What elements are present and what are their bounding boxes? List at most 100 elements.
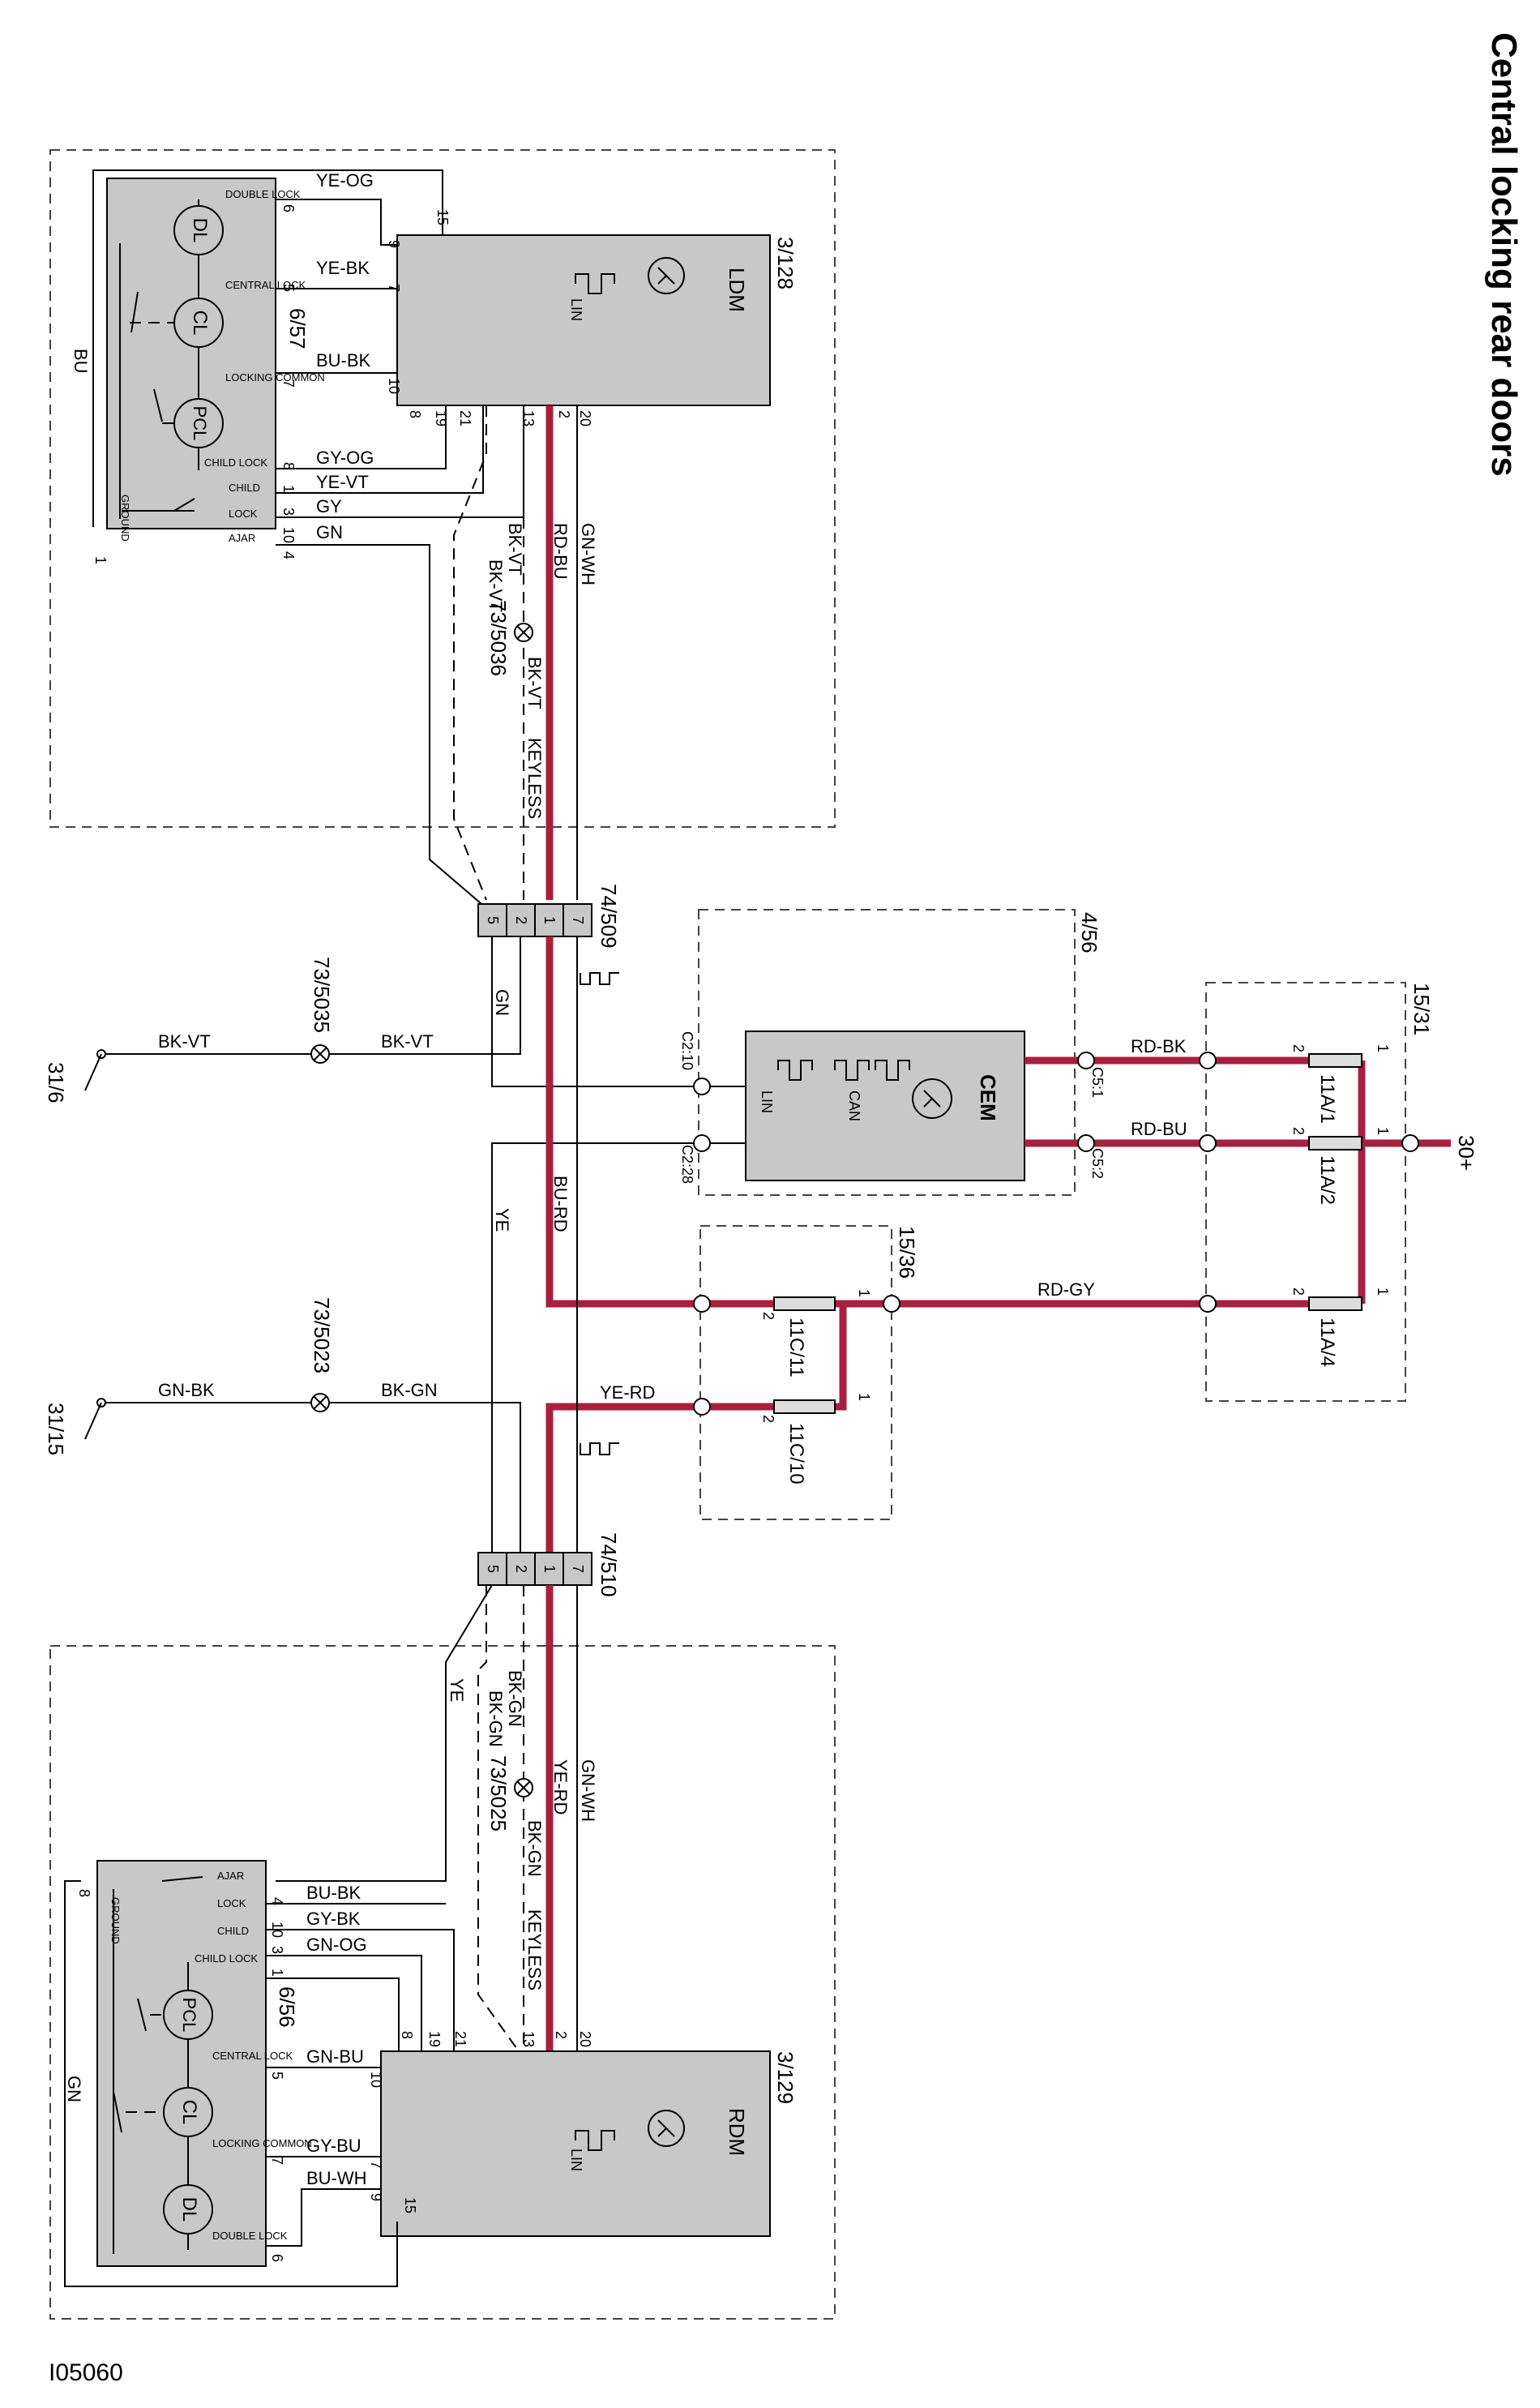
rdm-lin-signal-icon (575, 2130, 615, 2151)
ldm-arrow-icon (657, 267, 675, 285)
lin-signal-icon-upper (580, 972, 619, 985)
svg-text:3: 3 (280, 508, 297, 516)
rdm-transceiver-icon (648, 2110, 685, 2147)
fuse-11a-2 (1308, 1136, 1362, 1150)
rdm-module (380, 2050, 771, 2237)
svg-text:GROUND: GROUND (119, 495, 131, 542)
svg-text:GROUND: GROUND (109, 1897, 122, 1944)
power-wires (702, 1056, 1451, 1411)
splice-x-icon (516, 1780, 531, 1795)
svg-text:CHILD: CHILD (229, 482, 260, 494)
svg-text:19: 19 (426, 2031, 443, 2047)
svg-text:7: 7 (280, 379, 297, 388)
svg-text:BK-VT: BK-VT (158, 1031, 211, 1052)
fuse-11a-4 (1308, 1296, 1362, 1311)
svg-text:1: 1 (1375, 1044, 1391, 1052)
fuse-box-15-31-frame (1205, 982, 1406, 1402)
right-motor-label-dl: DL (178, 2197, 200, 2222)
left-door-frame (49, 149, 836, 828)
cem-signal-icon (777, 1060, 910, 1081)
cem-name: CEM (976, 1074, 1000, 1121)
left-harness-labels: BK-VT RD-BU GN-WH BK-VT KEYLESS BK-VT 73… (486, 523, 598, 819)
middle-wires (320, 936, 702, 1565)
left-motor-labels: DOUBLE LOCK CENTRAL LOCK LOCKING COMMON … (119, 188, 325, 544)
ground-icon (84, 1402, 102, 1440)
svg-text:GN-WH: GN-WH (578, 523, 598, 585)
fuse-11c-10 (773, 1399, 836, 1414)
svg-text:9: 9 (368, 2193, 384, 2201)
svg-text:GN: GN (316, 522, 343, 542)
fuse-box-15-36-ref: 15/36 (895, 1226, 919, 1279)
svg-text:YE-RD: YE-RD (550, 1759, 571, 1815)
ground-icon (84, 1053, 102, 1091)
svg-text:1: 1 (1375, 1127, 1391, 1135)
right-harness-labels: BK-GN YE-RD GN-WH BK-GN KEYLESS BK-GN YE… (447, 1670, 598, 1990)
svg-text:GY-BU: GY-BU (306, 2136, 361, 2156)
svg-text:1: 1 (92, 556, 109, 564)
svg-text:3: 3 (269, 1946, 285, 1954)
svg-text:BK-VT: BK-VT (486, 559, 506, 612)
supply-30-plus: 30+ (1454, 1135, 1478, 1171)
ldm-name: LDM (725, 268, 749, 312)
svg-text:20: 20 (577, 2031, 593, 2047)
svg-text:BK-VT: BK-VT (505, 523, 525, 576)
connector-74-509-ref: 74/509 (597, 884, 621, 949)
svg-text:YE-VT: YE-VT (316, 472, 369, 492)
svg-text:4: 4 (280, 551, 297, 559)
cem-frame (698, 909, 1076, 1196)
ldm-transceiver-icon (648, 257, 685, 294)
svg-text:6: 6 (280, 204, 297, 212)
splice-73-5023-label: 73/5023 (310, 1297, 334, 1373)
cem-lin-label: LIN (759, 1090, 775, 1113)
right-motor-label-cl: CL (178, 2100, 200, 2125)
svg-text:1: 1 (269, 1969, 285, 1977)
fuse-11c-10-label: 11C/10 (785, 1423, 807, 1485)
svg-text:13: 13 (520, 2031, 537, 2047)
svg-text:CHILD: CHILD (217, 1925, 249, 1937)
svg-text:20: 20 (577, 410, 593, 426)
svg-text:CENTRAL LOCK: CENTRAL LOCK (212, 2050, 293, 2062)
svg-text:GN: GN (492, 989, 512, 1016)
svg-text:YE-BK: YE-BK (316, 258, 370, 278)
svg-text:GN: GN (64, 2076, 84, 2102)
svg-text:LOCKING COMMON: LOCKING COMMON (212, 2137, 312, 2149)
svg-text:2: 2 (1290, 1288, 1307, 1296)
cem-pin-node (693, 1078, 711, 1095)
fuse-11a-1 (1308, 1053, 1362, 1068)
svg-text:8: 8 (280, 462, 297, 470)
svg-text:BK-GN: BK-GN (524, 1820, 545, 1877)
svg-text:73/5025: 73/5025 (486, 1755, 511, 1832)
right-motor-label-pcl: PCL (179, 1998, 199, 2033)
svg-text:2: 2 (760, 1312, 776, 1320)
svg-text:YE: YE (447, 1678, 467, 1702)
svg-text:YE-OG: YE-OG (316, 170, 374, 191)
fuse-11a-2-label: 11A/2 (1316, 1155, 1338, 1205)
svg-text:8: 8 (399, 2031, 415, 2039)
fuse-box-15-31-pins: 2 1 2 1 2 1 (1290, 1044, 1391, 1296)
splice-x-icon (313, 1047, 327, 1061)
svg-text:8: 8 (76, 1889, 92, 1897)
svg-text:LOCKING COMMON: LOCKING COMMON (225, 371, 325, 383)
svg-text:RD-BU: RD-BU (550, 523, 571, 580)
svg-text:RD-BU: RD-BU (1131, 1119, 1187, 1139)
svg-text:BU-BK: BU-BK (316, 350, 371, 371)
svg-text:9: 9 (386, 240, 402, 248)
svg-text:GY-BK: GY-BK (306, 1909, 361, 1929)
fuse-11a-1-label: 11A/1 (1316, 1074, 1338, 1124)
svg-text:AJAR: AJAR (229, 532, 255, 544)
middle-wire-labels: GN YE BU-RD BK-VT BK-VT GN-BK BK-GN YE-R… (158, 989, 1187, 1403)
svg-text:4: 4 (269, 1897, 285, 1905)
svg-text:21: 21 (457, 410, 473, 426)
right-lock-motor-unit (96, 1860, 267, 2267)
svg-text:GN-BU: GN-BU (306, 2046, 364, 2067)
svg-text:6: 6 (269, 2254, 285, 2262)
right-door-wires (64, 1880, 455, 2287)
svg-text:C2:10: C2:10 (679, 1031, 695, 1070)
rdm-pins: 8 19 21 13 2 20 10 7 9 15 (368, 2031, 593, 2213)
svg-text:BK-GN: BK-GN (381, 1380, 438, 1400)
fuse-11c-11-label: 11C/11 (785, 1318, 807, 1378)
svg-text:LOCK: LOCK (229, 508, 258, 520)
right-wire-labels: BU-BK GY-BK GN-OG GN-BU GY-BU BU-WH GN (64, 1883, 367, 2188)
fuse-box-15-36-pins: 2 1 2 1 (760, 1289, 872, 1423)
